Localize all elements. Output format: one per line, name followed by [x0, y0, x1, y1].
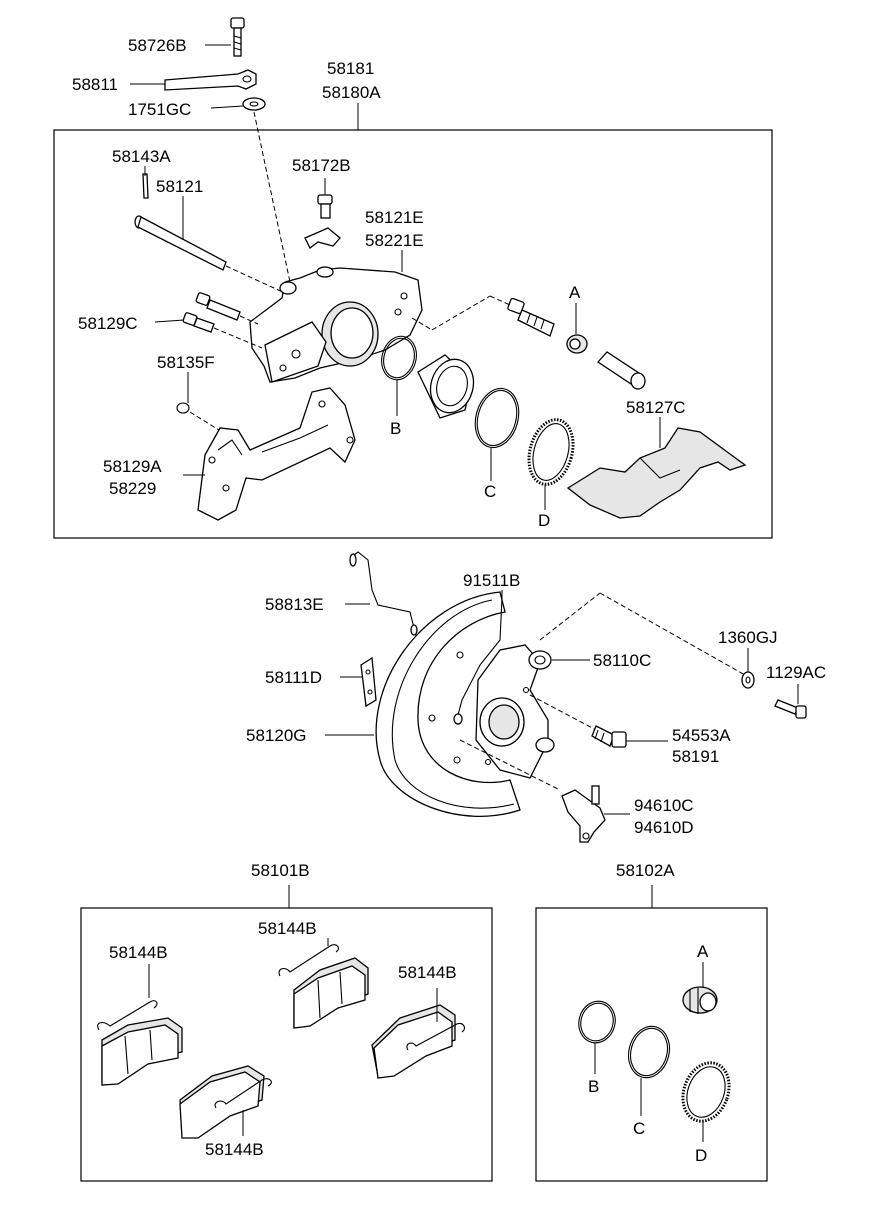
label-D-kit: D	[695, 1146, 707, 1165]
backing-plate-58120G	[375, 591, 521, 818]
clip	[304, 227, 341, 249]
label-58101B: 58101B	[251, 861, 310, 880]
label-B-kit: B	[588, 1077, 599, 1096]
label-1751GC: 1751GC	[128, 100, 191, 119]
guide-sleeve	[597, 351, 646, 390]
label-A-kit: A	[697, 942, 709, 961]
label-94610D: 94610D	[634, 818, 694, 837]
sensor-wire-91511B	[453, 597, 503, 725]
dust-boot-C-kit	[627, 1025, 671, 1079]
label-58726B: 58726B	[128, 36, 187, 55]
label-58129C: 58129C	[78, 314, 138, 333]
label-58135F: 58135F	[157, 353, 215, 372]
ring-D	[527, 418, 575, 486]
bushing-A	[566, 334, 588, 354]
label-58144B-right: 58144B	[398, 963, 457, 982]
label-58181: 58181	[327, 59, 374, 78]
label-58110C: 58110C	[593, 651, 651, 670]
caliper-housing	[249, 266, 423, 383]
piston	[417, 354, 475, 419]
label-58127C: 58127C	[626, 398, 686, 417]
brake-line-58813E	[349, 551, 418, 636]
bolt-1129AC	[774, 699, 807, 719]
label-58111D: 58111D	[265, 668, 322, 687]
label-C-kit: C	[633, 1119, 645, 1138]
caliper-bolt	[507, 297, 555, 337]
carrier-bracket-58129A	[197, 387, 356, 521]
label-58180A: 58180A	[322, 83, 381, 102]
label-C-caliper: C	[484, 482, 496, 501]
dust-boot-C	[474, 387, 520, 449]
bracket-58811	[164, 69, 257, 91]
label-58120G: 58120G	[246, 726, 307, 745]
label-58121E: 58121E	[365, 208, 424, 227]
pad-kit-frame	[80, 907, 493, 1182]
piston-seal-B	[381, 335, 417, 381]
brake-pad-set-left	[97, 1000, 183, 1086]
label-58811: 58811	[72, 75, 118, 94]
brake-pad-set-bottom	[179, 1065, 272, 1139]
label-58129A: 58129A	[103, 457, 162, 476]
bolt-54553A	[591, 725, 627, 748]
label-58229: 58229	[109, 479, 156, 498]
label-58102A: 58102A	[616, 861, 675, 880]
wheel-speed-sensor-94610C	[561, 785, 606, 843]
label-1360GJ: 1360GJ	[718, 628, 778, 647]
bushing-A-kit	[682, 986, 718, 1014]
bolt-58726B	[230, 17, 245, 57]
bleeder-58172B	[317, 194, 333, 219]
ring-D-kit	[681, 1061, 731, 1123]
label-58172B: 58172B	[292, 156, 351, 175]
brake-pad-set-right	[371, 1004, 465, 1079]
washer-1751GC	[242, 97, 266, 111]
bracket-58111D	[360, 656, 377, 708]
brake-pad-set-top	[278, 944, 369, 1029]
label-91511B: 91511B	[463, 571, 520, 590]
knuckle	[475, 644, 555, 779]
piston-seal-B-kit	[578, 1000, 616, 1044]
shield-58127C	[566, 427, 747, 519]
label-58221E: 58221E	[365, 231, 424, 250]
label-1129AC: 1129AC	[766, 663, 826, 682]
label-58144B-bottom: 58144B	[205, 1140, 264, 1159]
washer-1360GJ	[741, 671, 755, 689]
label-58121: 58121	[156, 177, 203, 196]
bolt-58129C	[182, 292, 241, 333]
label-58144B-top: 58144B	[258, 919, 317, 938]
label-B-caliper: B	[390, 419, 401, 438]
pin-58143A	[142, 173, 149, 199]
ring-58135F	[176, 402, 190, 414]
label-D-caliper: D	[538, 511, 550, 530]
label-58144B-left: 58144B	[109, 943, 168, 962]
label-54553A: 54553A	[672, 726, 731, 745]
label-58813E: 58813E	[265, 595, 324, 614]
label-58191: 58191	[672, 747, 719, 766]
caliper-assembly-frame	[53, 129, 773, 539]
label-58143A: 58143A	[112, 147, 171, 166]
seal-kit-frame	[535, 907, 768, 1182]
label-94610C: 94610C	[634, 796, 694, 815]
guide-pin-58121	[134, 215, 227, 271]
label-A-caliper: A	[569, 283, 581, 302]
